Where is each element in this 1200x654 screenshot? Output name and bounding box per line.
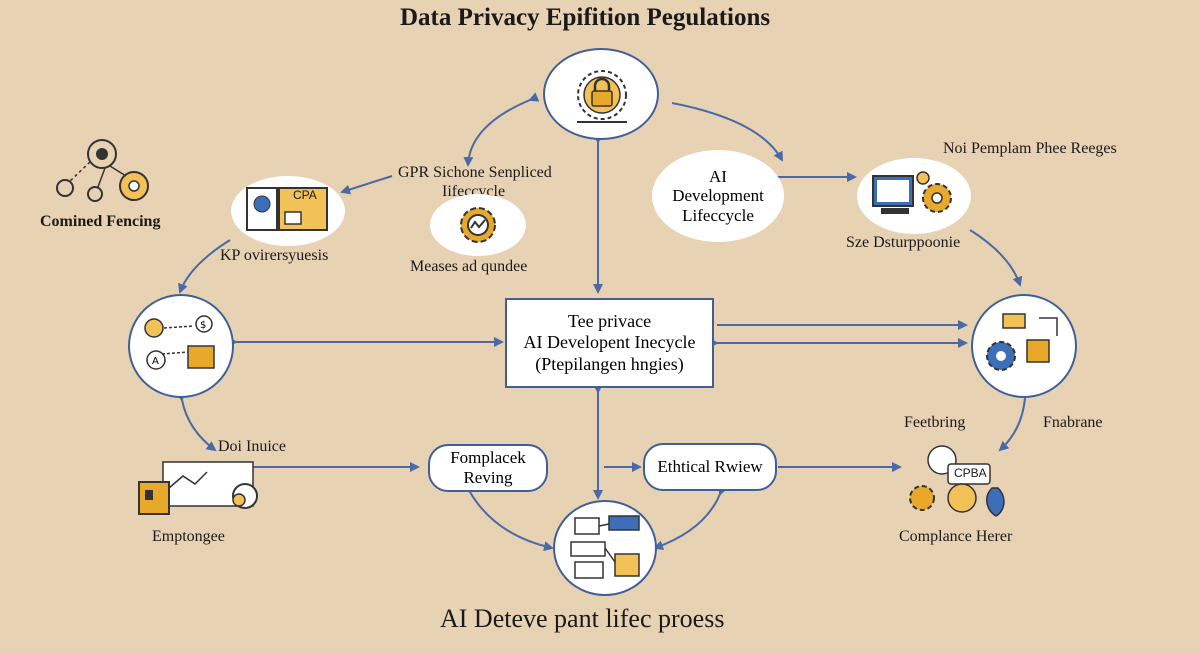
lock-node	[543, 48, 659, 140]
cpba-badge: CPBA	[954, 466, 987, 480]
emptongee-label: Emptongee	[152, 528, 225, 545]
lock-icon	[577, 70, 627, 123]
ai-oval-line2: Development	[672, 186, 764, 206]
svg-text:$: $	[200, 320, 206, 331]
center-box-line2: AI Developent Inecycle	[523, 332, 696, 353]
workflow-icon	[570, 515, 640, 579]
measures-oval-node	[430, 194, 526, 256]
arrow-lock-to-gpr	[463, 92, 540, 167]
fomplacek-line2: Reving	[463, 468, 513, 487]
arrow-left-to-doi	[175, 391, 217, 452]
ai-oval-line1: AI	[709, 166, 727, 186]
arrow-lock-to-right	[671, 102, 783, 162]
ai-oval-line3: Lifeccycle	[682, 205, 754, 225]
arrow-right-to-compliance	[998, 389, 1031, 452]
combined-network-icon	[56, 139, 149, 202]
fomplacek-review-pill: Fomplacek Reving	[428, 444, 548, 492]
document-icon	[246, 187, 328, 231]
center-privacy-box: Tee privace AI Developent Inecycle (Ptep…	[505, 298, 714, 388]
arrow-gpr-to-kp	[340, 175, 393, 195]
left-circle-node: $ A	[128, 294, 234, 398]
doi-inuice-label: Doi Inuice	[218, 438, 286, 455]
fnabrane-label: Fnabrane	[1043, 414, 1103, 431]
svg-text:A: A	[152, 356, 159, 367]
computer-gear-icon	[872, 171, 952, 214]
ethical-review-pill: Ethtical Rwiew	[643, 443, 777, 491]
flow-icon: $ A	[144, 315, 215, 370]
center-box-line1: Tee privace	[567, 310, 652, 331]
cpa-badge: CPA	[293, 188, 317, 202]
diagram-footer-title: AI Deteve pant lifec proess	[440, 604, 725, 633]
diagram-title: Data Privacy Epifition Pegulations	[400, 4, 771, 31]
ai-development-oval: AI Development Lifeccycle	[652, 150, 784, 242]
dashboard-icon	[138, 461, 258, 515]
combined-fencing-label: Comined Fencing	[40, 213, 161, 230]
kp-oval-node: CPA	[231, 176, 345, 246]
computer-oval-node	[857, 158, 971, 234]
measures-label: Meases ad qundee	[410, 258, 528, 275]
fomplacek-line1: Fomplacek	[450, 448, 526, 468]
arrow-ethical-to-bottom	[653, 484, 728, 550]
compliance-cluster-icon	[909, 445, 1005, 517]
bottom-circle-node	[553, 500, 657, 596]
arrow-fomp-to-bottom	[461, 482, 554, 552]
feetbring-label: Feetbring	[904, 414, 966, 431]
gear-chip-icon	[986, 313, 1058, 371]
center-box-line3: (Ptepilangen hngies)	[535, 353, 684, 374]
right-circle-node	[971, 294, 1077, 398]
compliance-label: Complance Herer	[899, 528, 1013, 545]
noi-pemplam-label: Noi Pemplam Phee Reeges	[943, 140, 1117, 157]
kp-overviews-label: KP ovirersyuesis	[220, 247, 329, 264]
sze-disruption-label: Sze Dsturppoonie	[846, 234, 961, 251]
arrow-kp-to-left	[178, 239, 231, 294]
ethical-review-label: Ethtical Rwiew	[657, 457, 763, 477]
gear-icon	[460, 207, 496, 243]
gpr-label-line1: GPR Sichone Senpliced	[398, 164, 552, 181]
arrow-gear-to-right	[969, 229, 1023, 287]
